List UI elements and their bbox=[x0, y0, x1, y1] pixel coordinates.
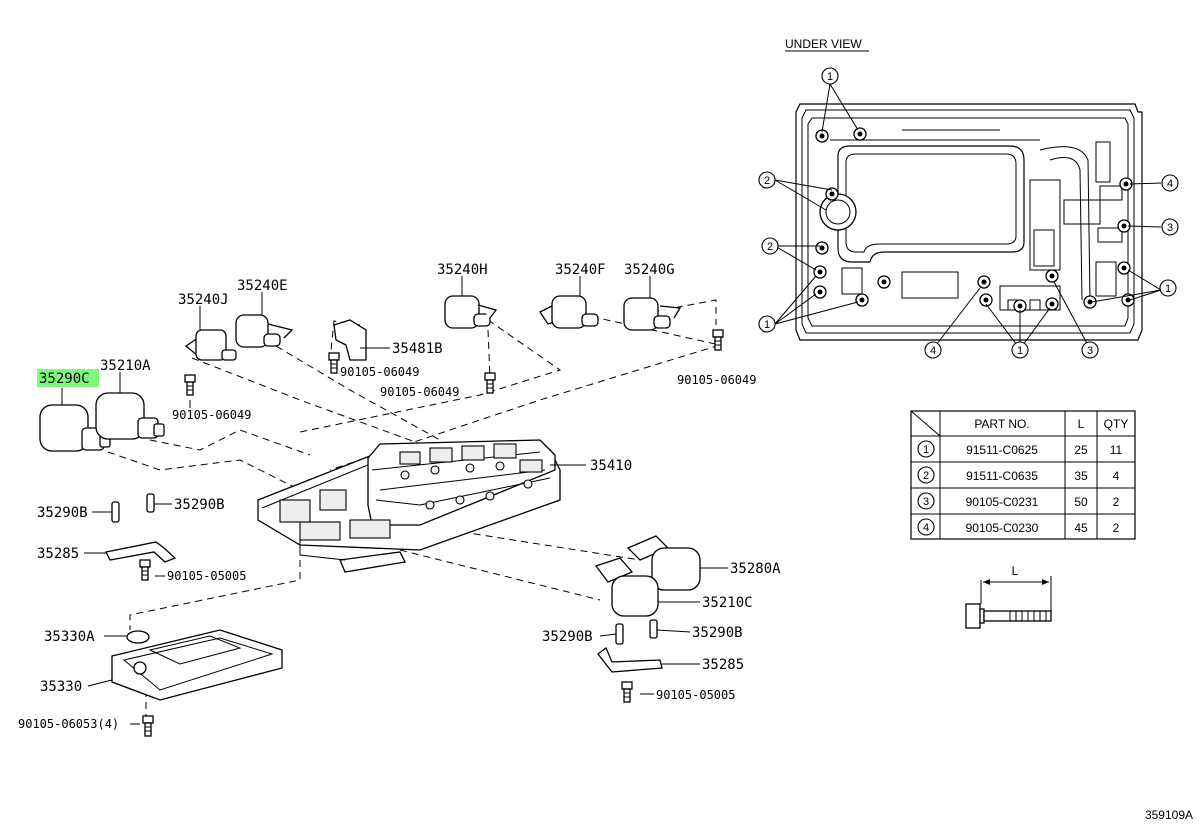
part-label-35285[interactable]: 35285 bbox=[37, 546, 79, 562]
table-row-ref: 1 bbox=[923, 444, 929, 456]
table-row-ref: 4 bbox=[923, 522, 929, 534]
pin-35290B[interactable] bbox=[111, 501, 120, 523]
bolt-label-90105-05005[interactable]: 90105-05005 bbox=[167, 569, 246, 583]
table-row-ref: 3 bbox=[923, 496, 929, 508]
table-row-qty: 2 bbox=[1113, 521, 1120, 535]
bolt-label-90105-06049[interactable]: 90105-06049 bbox=[172, 408, 251, 422]
part-label-35330A[interactable]: 35330A bbox=[44, 629, 95, 645]
part-label-35210C[interactable]: 35210C bbox=[702, 595, 753, 611]
part-labels: 35240J 35240E 35240H 35240F 35240G 35481… bbox=[18, 262, 1193, 822]
part-label-35481B[interactable]: 35481B bbox=[392, 341, 443, 357]
part-label-35240H[interactable]: 35240H bbox=[437, 262, 488, 278]
table-row-part-no: 91511-C0635 bbox=[966, 469, 1038, 483]
solenoid-35240H[interactable] bbox=[444, 295, 498, 329]
callout-3: 3 bbox=[1167, 222, 1173, 234]
table-row-qty: 4 bbox=[1113, 469, 1120, 483]
parts-table: PART NO. L QTY 1 91511-C0625 25 11 2 915… bbox=[910, 410, 1136, 540]
bolt-90105-05005[interactable] bbox=[139, 559, 151, 581]
solenoid-35210C[interactable] bbox=[594, 557, 659, 617]
part-label-35285[interactable]: 35285 bbox=[702, 657, 744, 673]
solenoid-35240J[interactable] bbox=[184, 329, 237, 361]
bolt-label-90105-06049[interactable]: 90105-06049 bbox=[340, 365, 419, 379]
dimension-label: L bbox=[1012, 564, 1019, 578]
part-label-35290B[interactable]: 35290B bbox=[37, 505, 88, 521]
table-row-l: 25 bbox=[1074, 443, 1088, 457]
table-row-ref: 2 bbox=[923, 470, 929, 482]
solenoid-35240E[interactable] bbox=[235, 314, 294, 348]
table-header-l: L bbox=[1078, 417, 1085, 431]
under-view: UNDER VIEW bbox=[758, 37, 1179, 359]
bolt-90105-06049[interactable] bbox=[184, 374, 196, 396]
callout-1: 1 bbox=[1165, 283, 1171, 295]
bracket-35481B[interactable] bbox=[333, 319, 367, 361]
part-label-35290C[interactable]: 35290C bbox=[39, 371, 90, 387]
part-label-35240J[interactable]: 35240J bbox=[178, 292, 229, 308]
figure-number: 359109A bbox=[1145, 808, 1193, 822]
callout-1: 1 bbox=[827, 71, 833, 83]
under-view-title: UNDER VIEW bbox=[785, 37, 862, 51]
part-label-35240E[interactable]: 35240E bbox=[237, 278, 288, 294]
table-row-qty: 2 bbox=[1113, 495, 1120, 509]
part-label-35410[interactable]: 35410 bbox=[590, 458, 632, 474]
part-label-35290B[interactable]: 35290B bbox=[174, 497, 225, 513]
solenoid-35280A[interactable] bbox=[626, 535, 701, 591]
table-row-l: 45 bbox=[1074, 521, 1088, 535]
part-label-35290B[interactable]: 35290B bbox=[692, 625, 743, 641]
callout-4: 4 bbox=[930, 345, 936, 357]
bolt-90105-06049[interactable] bbox=[712, 329, 724, 351]
table-row-part-no: 91511-C0625 bbox=[966, 443, 1038, 457]
bolt-label-90105-06049[interactable]: 90105-06049 bbox=[380, 385, 459, 399]
exploded-view bbox=[39, 276, 728, 737]
bolt-90105-06053[interactable] bbox=[142, 715, 154, 737]
bolt-label-90105-05005[interactable]: 90105-05005 bbox=[656, 688, 735, 702]
callout-4: 4 bbox=[1167, 178, 1173, 190]
oring-35330A[interactable] bbox=[126, 630, 150, 644]
plate-35285[interactable] bbox=[597, 646, 663, 673]
bolt-90105-06049[interactable] bbox=[328, 352, 340, 374]
callout-1: 1 bbox=[1017, 345, 1023, 357]
table-header-qty: QTY bbox=[1104, 417, 1129, 431]
part-label-35210A[interactable]: 35210A bbox=[100, 358, 151, 374]
strainer-35330[interactable] bbox=[111, 629, 283, 701]
pin-35290B[interactable] bbox=[615, 623, 624, 645]
callout-1: 1 bbox=[764, 319, 770, 331]
part-label-35330[interactable]: 35330 bbox=[40, 679, 82, 695]
bolt-label-90105-06053[interactable]: 90105-06053(4) bbox=[18, 717, 119, 731]
part-label-35240F[interactable]: 35240F bbox=[555, 262, 606, 278]
table-row-part-no: 90105-C0231 bbox=[966, 495, 1039, 509]
part-label-35240G[interactable]: 35240G bbox=[624, 262, 675, 278]
bolt-90105-06049[interactable] bbox=[484, 372, 496, 394]
highlight-35290C bbox=[37, 369, 99, 387]
bolt-label-90105-06049[interactable]: 90105-06049 bbox=[677, 373, 756, 387]
table-row-qty: 11 bbox=[1110, 443, 1123, 457]
solenoid-35240G[interactable] bbox=[623, 297, 682, 331]
table-row-part-no: 90105-C0230 bbox=[966, 521, 1039, 535]
plate-35285[interactable] bbox=[105, 541, 177, 563]
bolt-length-illustration: L bbox=[965, 564, 1052, 629]
bolt-90105-05005[interactable] bbox=[621, 681, 633, 703]
pin-35290B[interactable] bbox=[146, 493, 155, 513]
solenoid-35210A[interactable] bbox=[95, 392, 165, 440]
callout-3: 3 bbox=[1087, 345, 1093, 357]
pin-35290B[interactable] bbox=[649, 619, 658, 639]
callout-2: 2 bbox=[767, 241, 773, 253]
table-row-l: 35 bbox=[1074, 469, 1088, 483]
part-label-35290B[interactable]: 35290B bbox=[542, 629, 593, 645]
part-label-35280A[interactable]: 35280A bbox=[730, 561, 781, 577]
solenoid-35240F[interactable] bbox=[539, 295, 599, 329]
callout-2: 2 bbox=[764, 175, 770, 187]
table-row-l: 50 bbox=[1074, 495, 1088, 509]
table-header-part-no: PART NO. bbox=[974, 417, 1029, 431]
